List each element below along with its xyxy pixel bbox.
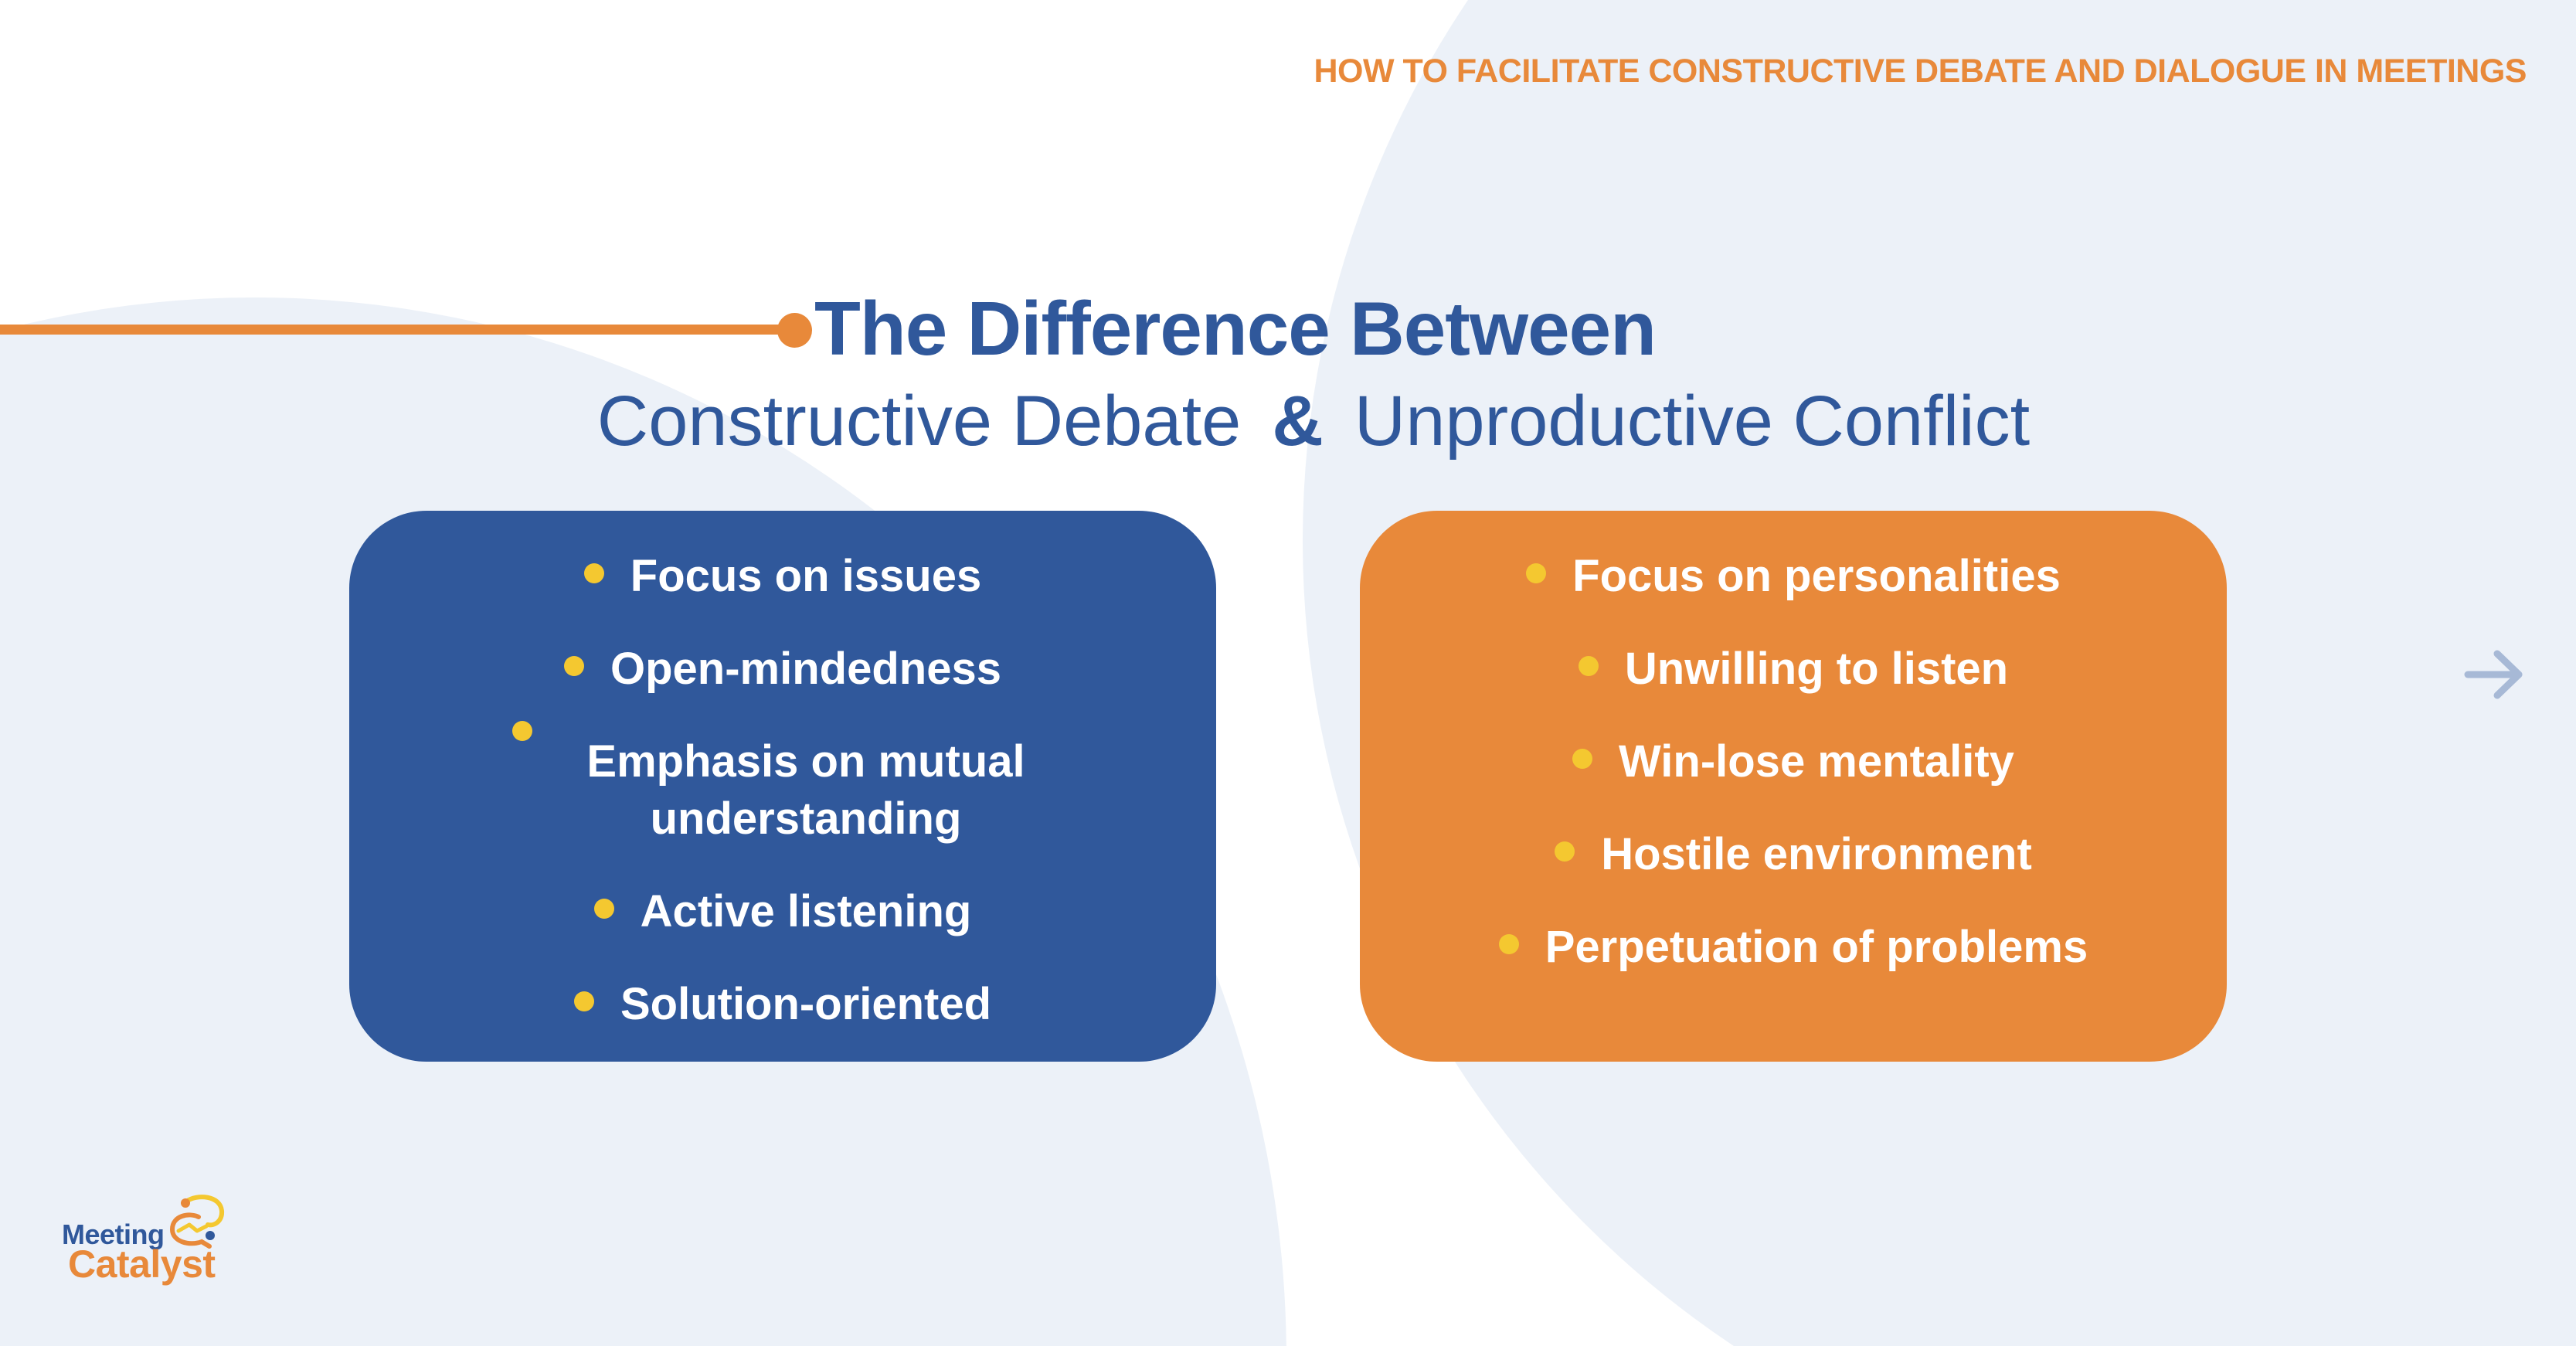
accent-line [0,325,788,335]
list-item: Open-mindedness [349,641,1216,698]
subtitle-constructive: Constructive Debate [596,382,1242,461]
bullet-icon [573,991,594,1011]
constructive-debate-card: Focus on issues Open-mindedness Emphasis… [349,511,1216,1062]
bullet-icon [564,655,584,676]
speech-bubbles-icon [169,1195,225,1249]
unproductive-conflict-card: Focus on personalities Unwilling to list… [1360,511,2227,1062]
slide-title: The Difference Between [814,286,1657,371]
bullet-icon [1572,748,1593,769]
subtitle-ampersand: & [1272,382,1324,461]
bullet-icon [1578,655,1599,676]
accent-dot [777,313,812,348]
bullet-icon [583,563,604,583]
next-slide-button[interactable] [2463,648,2525,702]
list-item: Focus on issues [349,548,1216,605]
list-item: Solution-oriented [349,976,1216,1033]
meeting-catalyst-logo: Meeting Catalyst [62,1194,240,1287]
header-title: HOW TO FACILITATE CONSTRUCTIVE DEBATE AN… [1313,53,2527,90]
constructive-list: Focus on issues Open-mindedness Emphasis… [349,548,1216,1033]
bullet-icon [593,898,614,919]
slide-subtitle: Constructive Debate&Unproductive Conflic… [0,379,2576,464]
arrow-right-icon [2464,650,2523,699]
list-item: Emphasis on mutual understanding [349,720,1216,848]
list-item: Focus on personalities [1360,548,2227,605]
bullet-icon [1498,933,1519,954]
list-item: Unwilling to listen [1360,641,2227,698]
subtitle-unproductive: Unproductive Conflict [1354,382,2031,461]
unproductive-list: Focus on personalities Unwilling to list… [1360,548,2227,976]
list-item: Hostile environment [1360,826,2227,883]
bullet-icon [512,720,532,741]
bullet-icon [1526,563,1547,583]
list-item: Win-lose mentality [1360,733,2227,790]
logo-meeting-text: Meeting [62,1219,165,1250]
list-item: Perpetuation of problems [1360,919,2227,976]
logo-catalyst-text: Catalyst [68,1242,216,1286]
list-item: Active listening [349,883,1216,940]
bullet-icon [1555,841,1575,862]
